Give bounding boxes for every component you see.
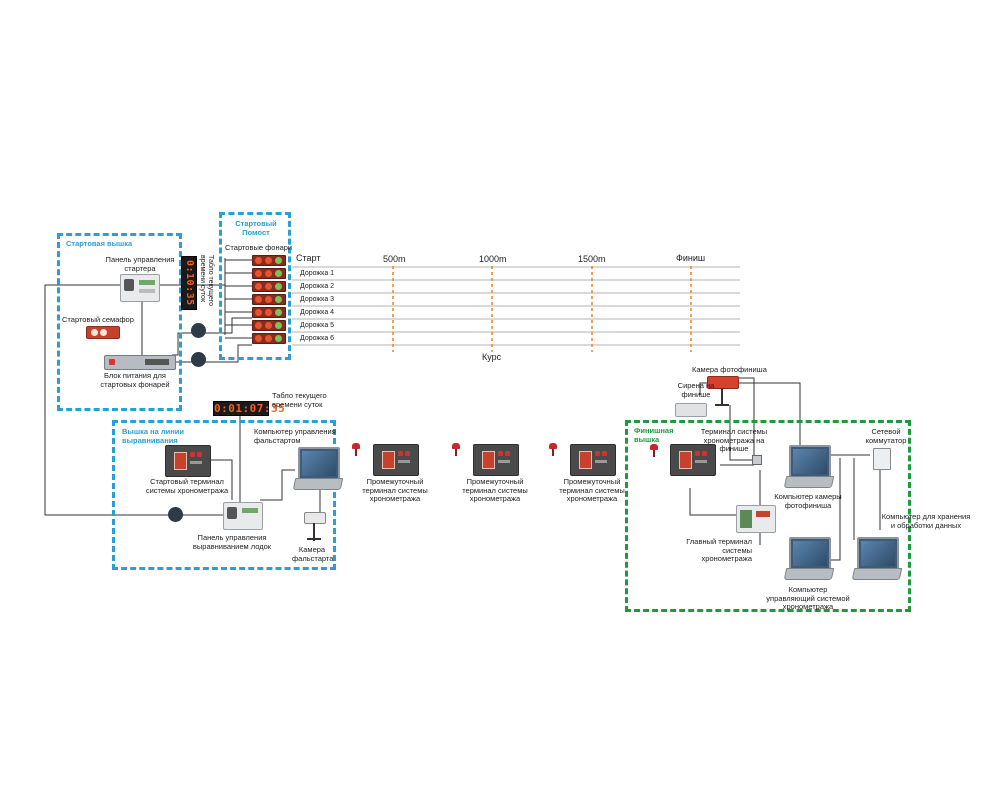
start-pontoon-zone <box>219 212 291 360</box>
start-light-3[interactable] <box>252 281 286 292</box>
starter-panel-keys-icon <box>139 289 155 293</box>
loudspeaker-icon <box>191 352 206 367</box>
intermediate-terminal-label-3: Промежуточный терминал системы хронометр… <box>559 477 625 503</box>
psu-port-icon <box>145 359 169 365</box>
false-start-camera-label: Камера фальстарта <box>292 545 334 563</box>
main-terminal-device[interactable] <box>736 505 776 533</box>
false-start-computer[interactable] <box>292 447 344 490</box>
lane-label-6: Дорожка 6 <box>300 335 335 342</box>
lane-label-2: Дорожка 2 <box>300 283 335 290</box>
start-tower-title: Стартовая вышка <box>66 239 133 248</box>
photofinish-camera-icon[interactable] <box>707 376 741 408</box>
lane-label-4: Дорожка 4 <box>300 309 335 316</box>
finish-terminal-device[interactable] <box>670 444 716 476</box>
photofinish-camera-label: Камера фотофиниша <box>692 365 767 374</box>
main-terminal-label: Главный терминал системы хронометража <box>686 537 752 563</box>
timing-control-computer[interactable] <box>783 537 835 580</box>
lane-label-3: Дорожка 3 <box>300 296 335 303</box>
starter-panel-label: Панель управления стартера <box>105 255 175 273</box>
alignment-panel-label: Панель управления выравниванием лодок <box>192 533 272 551</box>
intermediate-mic-icon-1 <box>352 443 360 456</box>
start-lights-label: Стартовые фонари <box>225 243 293 252</box>
alignment-panel-device[interactable] <box>223 502 263 530</box>
lane-label-1: Дорожка 1 <box>300 270 335 277</box>
intermediate-terminal-1[interactable] <box>373 444 419 476</box>
course-axis-label: Курс <box>482 352 502 362</box>
psu-device[interactable] <box>104 355 176 370</box>
starter-panel-speaker-icon <box>124 279 134 291</box>
finish-siren-icon[interactable] <box>675 403 707 417</box>
network-switch-label: Сетевой коммутатор <box>865 427 907 445</box>
lane-label-5: Дорожка 5 <box>300 322 335 329</box>
semaphore-light-icon <box>100 329 107 336</box>
storage-computer-label: Компьютер для хранения и обработки данны… <box>881 512 971 530</box>
finish-tower-zone <box>625 420 911 612</box>
finish-tower-title: Финишная вышка <box>634 426 674 444</box>
false-start-camera-icon[interactable] <box>300 510 330 544</box>
start-light-5[interactable] <box>252 307 286 318</box>
loudspeaker-icon <box>191 323 206 338</box>
course-mark-500: 500m <box>383 254 406 264</box>
false-start-computer-label: Компьютер управления фальстартом <box>254 427 336 445</box>
start-terminal-device[interactable] <box>165 445 211 477</box>
finish-terminal-label: Терминал системы хронометража на финише <box>700 427 768 453</box>
start-light-7[interactable] <box>252 333 286 344</box>
start-light-2[interactable] <box>252 268 286 279</box>
network-switch-device[interactable] <box>873 448 891 470</box>
alignment-panel-speaker-icon <box>227 507 237 519</box>
psu-switch-icon <box>109 359 115 365</box>
alignment-panel-display-icon <box>242 508 258 513</box>
intermediate-terminal-label-1: Промежуточный терминал системы хронометр… <box>362 477 428 503</box>
finish-connector-icon <box>752 455 762 465</box>
start-tower-zone <box>57 233 182 411</box>
day-clock: 0:01:07:35 <box>213 401 286 416</box>
start-light-1[interactable] <box>252 255 286 266</box>
finish-mic-icon <box>650 444 658 457</box>
start-light-6[interactable] <box>252 320 286 331</box>
intermediate-terminal-3[interactable] <box>570 444 616 476</box>
alignment-tower-title: Вышка на линии выравнивания <box>122 427 184 445</box>
photofinish-computer-label: Компьютер камеры фотофиниша <box>774 492 842 510</box>
day-clock-label: Табло текущего времени суток <box>272 391 327 409</box>
course-finish-label: Финиш <box>676 253 706 263</box>
start-semaphore-device[interactable] <box>86 326 120 339</box>
alignment-tower-zone <box>112 420 336 570</box>
start-terminal-label: Стартовый терминал системы хронометража <box>145 477 229 495</box>
starter-panel-device[interactable] <box>120 274 160 302</box>
loudspeaker-icon <box>168 507 183 522</box>
course-mark-1500: 1500m <box>578 254 606 264</box>
day-clock-vertical-label: Табло текущего времени суток <box>199 255 214 307</box>
course-start-label: Старт <box>296 253 321 263</box>
intermediate-mic-icon-3 <box>549 443 557 456</box>
main-terminal-keypad-icon <box>740 510 752 528</box>
timing-control-computer-label: Компьютер управляющий системой хронометр… <box>766 585 850 611</box>
intermediate-mic-icon-2 <box>452 443 460 456</box>
finish-siren-label: Сирена на финише <box>677 381 715 399</box>
course-mark-1000: 1000m <box>479 254 507 264</box>
psu-label: Блок питания для стартовых фонарей <box>100 371 170 389</box>
intermediate-terminal-label-2: Промежуточный терминал системы хронометр… <box>462 477 528 503</box>
storage-computer[interactable] <box>851 537 903 580</box>
semaphore-light-icon <box>91 329 98 336</box>
starter-panel-display-icon <box>139 280 155 285</box>
start-pontoon-title: Стартовый Помост <box>235 219 277 237</box>
day-clock-vertical: 0:10:35 <box>181 256 197 310</box>
start-semaphore-label: Стартовый семафор <box>62 315 134 324</box>
photofinish-computer[interactable] <box>783 445 835 488</box>
start-light-4[interactable] <box>252 294 286 305</box>
main-terminal-display-icon <box>756 511 770 517</box>
intermediate-terminal-2[interactable] <box>473 444 519 476</box>
